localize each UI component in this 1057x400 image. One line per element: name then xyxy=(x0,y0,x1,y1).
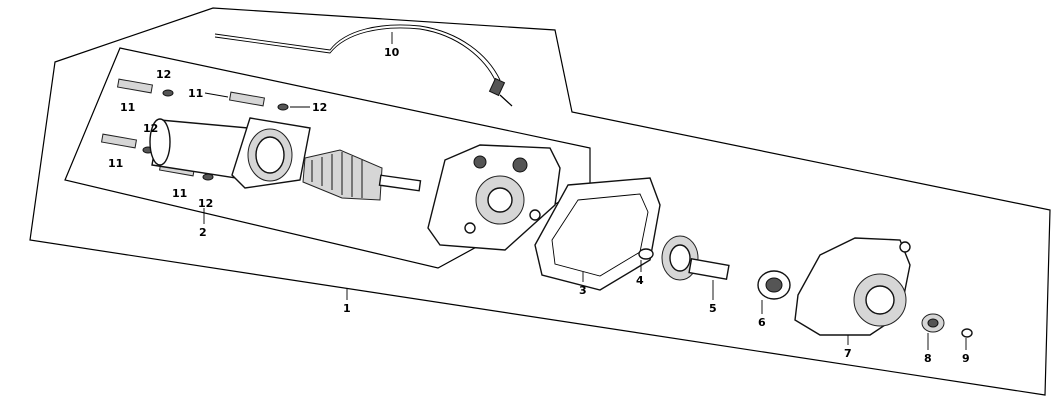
callout-3: 3 xyxy=(579,284,587,297)
wire-harness-part xyxy=(214,24,513,107)
oil-seal-part xyxy=(921,313,945,333)
callout-12a: 12 xyxy=(156,68,171,81)
callout-6: 6 xyxy=(758,316,766,329)
callout-2: 2 xyxy=(199,226,207,239)
callout-12d: 12 xyxy=(198,197,213,210)
callout-12c: 12 xyxy=(143,122,158,135)
callout-10: 10 xyxy=(384,46,400,59)
callout-4: 4 xyxy=(636,274,644,287)
leader-line-11b xyxy=(204,92,229,98)
callout-5: 5 xyxy=(709,302,717,315)
washer-part-a xyxy=(162,89,174,97)
washer-part-b xyxy=(277,103,289,111)
callout-11c: 11 xyxy=(108,157,123,170)
bolt-part-c xyxy=(100,133,138,149)
small-ring-part xyxy=(638,248,654,260)
bolt-part-a xyxy=(116,78,154,94)
bearing-part xyxy=(757,270,791,300)
callout-11d: 11 xyxy=(172,187,187,200)
front-housing-part xyxy=(794,237,911,336)
bolt-part-b xyxy=(228,91,266,107)
callout-1: 1 xyxy=(343,302,351,315)
callout-9: 9 xyxy=(962,352,970,365)
callout-11a: 11 xyxy=(120,101,135,114)
small-washer-part xyxy=(961,328,973,338)
armature-part xyxy=(302,149,422,201)
end-cover-plate-part xyxy=(427,144,561,251)
assembly-boundary-outer xyxy=(29,7,1051,396)
callout-11b: 11 xyxy=(188,87,203,100)
gasket-part xyxy=(534,177,661,291)
callout-7: 7 xyxy=(844,347,852,360)
gear-shaft-part xyxy=(661,235,730,281)
motor-housing-part xyxy=(149,117,311,189)
callout-12b: 12 xyxy=(312,101,327,114)
callout-8: 8 xyxy=(924,352,932,365)
